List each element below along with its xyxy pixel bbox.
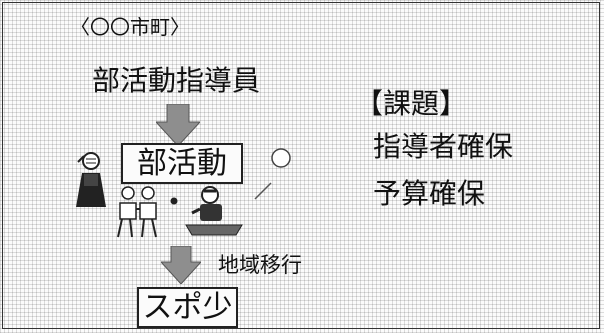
issue-item-budget: 予算確保 [373, 177, 486, 210]
motion-line-icon [254, 182, 272, 200]
club-advisor-label: 部活動指導員 [92, 64, 261, 97]
kendo-figure-icon [76, 152, 106, 207]
table-tennis-player-icon [170, 186, 243, 236]
club-activity-label: 部活動 [137, 146, 227, 181]
ball-icon [271, 148, 291, 168]
sports-club-label: スポ少 [142, 290, 233, 325]
sports-club-box: スポ少 [137, 287, 238, 328]
municipality-label: 〈〇〇市町〉 [70, 15, 190, 39]
down-arrow-icon [161, 246, 201, 284]
down-arrow-icon [156, 104, 200, 146]
issues-heading: 【課題】 [355, 87, 468, 120]
community-transition-label: 地域移行 [218, 253, 302, 277]
diagram-frame [2, 2, 600, 329]
issue-item-leader: 指導者確保 [373, 130, 514, 163]
judo-figures-icon [117, 186, 157, 238]
club-activity-box: 部活動 [121, 143, 243, 184]
